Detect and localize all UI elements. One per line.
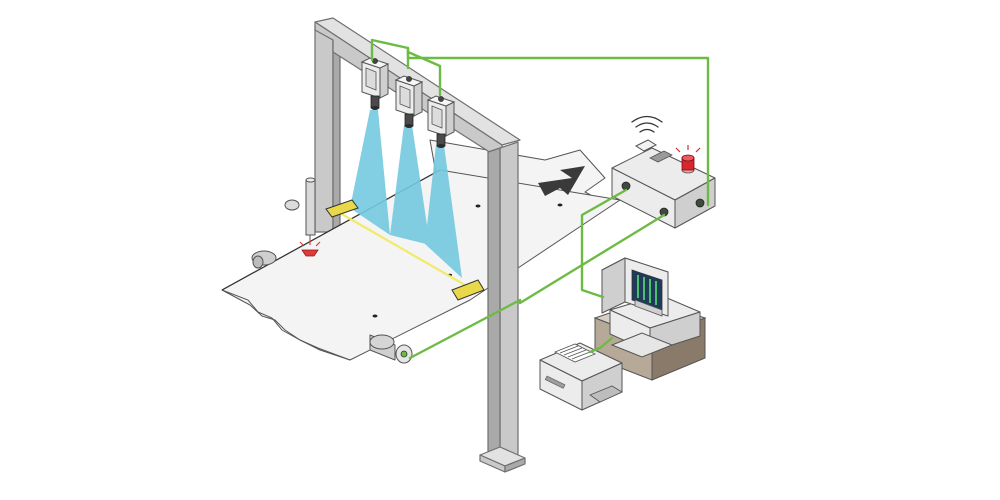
defect-marker-unit bbox=[284, 177, 321, 257]
printer-paper bbox=[554, 343, 596, 363]
scan-line bbox=[339, 212, 466, 286]
camera-array bbox=[360, 57, 456, 148]
computer bbox=[601, 257, 701, 358]
wireless-signal-icon bbox=[631, 115, 663, 133]
encoder-roller bbox=[369, 334, 413, 364]
beam-3 bbox=[425, 145, 462, 278]
camera-beams bbox=[350, 110, 462, 278]
wireless-module bbox=[634, 139, 658, 152]
line-scan-camera-icon bbox=[426, 95, 456, 148]
left-roller bbox=[251, 250, 277, 269]
controller-side bbox=[674, 177, 716, 229]
beam-1 bbox=[350, 110, 390, 235]
web-material bbox=[221, 139, 621, 361]
sensor-bar-left bbox=[325, 199, 359, 218]
cables bbox=[370, 38, 710, 360]
scan-line-assembly bbox=[325, 199, 485, 301]
computer-monitor-icon bbox=[601, 257, 669, 317]
beam-2 bbox=[390, 125, 430, 245]
line-scan-camera-icon bbox=[394, 75, 424, 128]
line-scan-camera-icon bbox=[360, 57, 390, 110]
alarm-beacon-icon bbox=[675, 145, 701, 174]
web-direction-arrow bbox=[538, 166, 585, 196]
marker-light-icon bbox=[299, 240, 321, 257]
web-sheet bbox=[221, 169, 621, 361]
printer-icon bbox=[539, 342, 623, 411]
sensor-bar-right bbox=[451, 279, 485, 301]
keyboard bbox=[610, 332, 674, 358]
control-unit bbox=[611, 115, 716, 229]
frame-rear-column bbox=[314, 24, 341, 233]
